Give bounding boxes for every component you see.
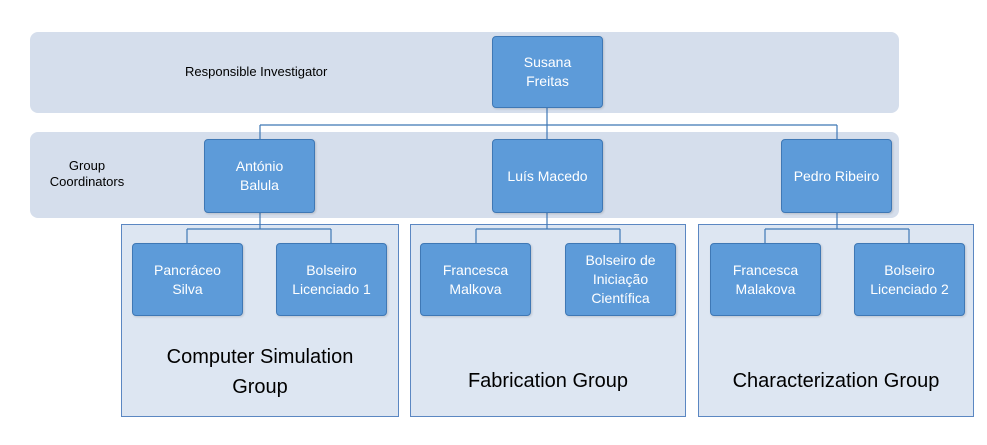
- investigator-band-label: Responsible Investigator: [185, 64, 328, 79]
- node-label: Francesca Malakova: [732, 261, 799, 297]
- group-name-fabrication: Fabrication Group: [467, 370, 629, 392]
- node-label: Susana Freitas: [523, 54, 572, 89]
- node-antonio-balula[interactable]: António Balula: [204, 139, 315, 213]
- node-label: Bolseiro de Iniciação Científica: [585, 252, 656, 306]
- node-luis-macedo[interactable]: Luís Macedo: [492, 139, 603, 213]
- node-pedro-ribeiro[interactable]: Pedro Ribeiro: [781, 139, 892, 213]
- group-name-computer-simulation: Computer Simulation Group: [166, 346, 354, 398]
- node-bolseiro-licenciado-2[interactable]: Bolseiro Licenciado 2: [854, 243, 965, 316]
- node-pancraceo-silva[interactable]: Pancráceo Silva: [132, 243, 243, 316]
- node-label: Francesca Malkova: [442, 261, 509, 297]
- node-label: Luís Macedo: [507, 167, 588, 184]
- coordinators-band-label: Group Coordinators: [49, 158, 125, 189]
- node-bolseiro-iniciacao-cientifica[interactable]: Bolseiro de Iniciação Científica: [565, 243, 676, 316]
- node-susana-freitas[interactable]: Susana Freitas: [492, 36, 603, 108]
- node-francesca-malkova[interactable]: Francesca Malkova: [420, 243, 531, 316]
- coordinators-band: [30, 132, 899, 218]
- node-label: Pedro Ribeiro: [793, 167, 880, 184]
- node-label: Bolseiro Licenciado 2: [870, 261, 949, 297]
- node-francesca-malakova[interactable]: Francesca Malakova: [710, 243, 821, 316]
- node-label: António Balula: [235, 158, 284, 193]
- node-label: Bolseiro Licenciado 1: [292, 261, 371, 297]
- group-name-characterization: Characterization Group: [732, 370, 940, 392]
- node-label: Pancráceo Silva: [154, 261, 221, 297]
- node-bolseiro-licenciado-1[interactable]: Bolseiro Licenciado 1: [276, 243, 387, 316]
- investigator-band: [30, 32, 899, 113]
